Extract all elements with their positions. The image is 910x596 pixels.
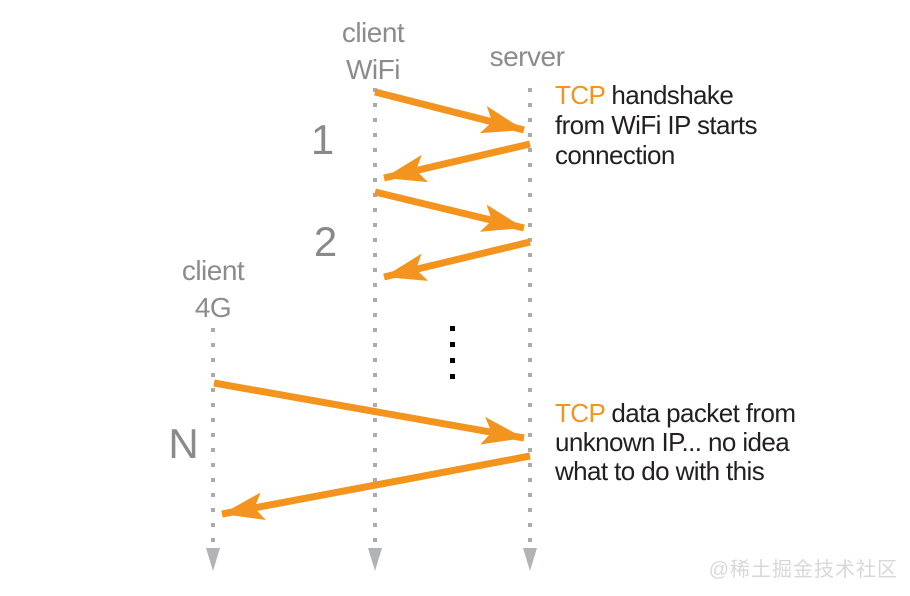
- arrow-server-to-wifi-1: [383, 140, 531, 183]
- lifeline-label-line: 4G: [194, 292, 232, 323]
- watermark: @稀土掘金技术社区: [708, 559, 898, 581]
- lifeline-label-server: server: [457, 38, 597, 75]
- arrow-4g-to-server: [213, 379, 525, 445]
- lifeline-label-client-wifi: client WiFi: [303, 14, 443, 88]
- lifeline-end-arrow-4g-icon: [206, 548, 220, 571]
- lifeline-label-client-4g: client 4G: [143, 252, 283, 326]
- arrow-wifi-to-server-1: [374, 88, 525, 134]
- lifeline-client-4g: [211, 328, 215, 546]
- annotation-line: connection: [555, 140, 675, 170]
- annotation-line: TCP data packet from: [555, 398, 796, 428]
- tcp-highlight: TCP: [555, 80, 605, 110]
- lifeline-client-wifi: [373, 88, 377, 546]
- annotation-line: TCP handshake: [555, 80, 734, 110]
- annotation-line: what to do with this: [555, 456, 765, 486]
- lifeline-label-line: server: [489, 41, 565, 72]
- lifeline-label-line: client: [181, 255, 245, 286]
- annotation-tcp-handshake: TCP handshake from WiFi IP starts connec…: [555, 80, 758, 170]
- tcp-highlight: TCP: [555, 398, 605, 428]
- annotation-line: unknown IP... no idea: [555, 427, 790, 457]
- lifeline-end-arrow-server-icon: [523, 548, 537, 571]
- annotation-tcp-data-packet: TCP data packet from unknown IP... no id…: [555, 398, 796, 486]
- arrow-server-to-wifi-2: [383, 238, 531, 281]
- ellipsis-dots: [450, 326, 455, 384]
- arrow-wifi-to-server-2: [374, 188, 525, 232]
- exchange-label-2: 2: [313, 218, 337, 265]
- exchange-label-1: 1: [310, 116, 334, 163]
- lifeline-label-line: client: [341, 17, 405, 48]
- lifeline-server: [528, 88, 532, 546]
- lifeline-end-arrow-wifi-icon: [368, 548, 382, 571]
- exchange-label-n: N: [168, 420, 198, 467]
- annotation-line: from WiFi IP starts: [555, 110, 758, 140]
- lifeline-label-line: WiFi: [346, 54, 400, 85]
